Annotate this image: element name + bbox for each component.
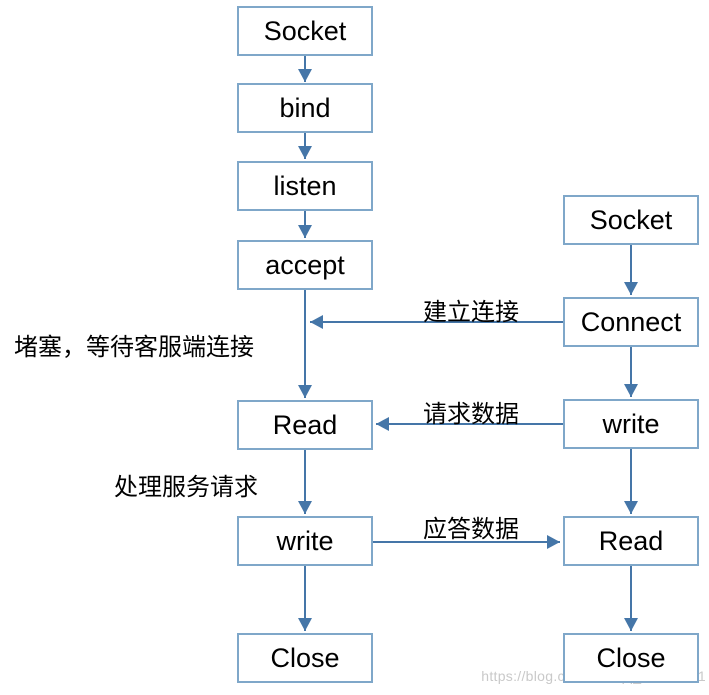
edge-label-response-data: 应答数据 bbox=[423, 516, 519, 543]
node-server-listen: listen bbox=[237, 161, 373, 211]
node-server-close: Close bbox=[237, 633, 373, 683]
node-server-socket: Socket bbox=[237, 6, 373, 56]
node-server-bind: bind bbox=[237, 83, 373, 133]
node-server-accept: accept bbox=[237, 240, 373, 290]
node-client-close: Close bbox=[563, 633, 699, 683]
node-client-write: write bbox=[563, 399, 699, 449]
node-client-read: Read bbox=[563, 516, 699, 566]
node-client-socket: Socket bbox=[563, 195, 699, 245]
edge-label-establish-connection: 建立连接 bbox=[423, 299, 519, 326]
annotation-process-request: 处理服务请求 bbox=[114, 474, 258, 501]
annotation-blocking-wait: 堵塞，等待客服端连接 bbox=[14, 334, 254, 361]
node-server-read: Read bbox=[237, 400, 373, 450]
edge-label-request-data: 请求数据 bbox=[423, 401, 519, 428]
node-client-connect: Connect bbox=[563, 297, 699, 347]
node-server-write: write bbox=[237, 516, 373, 566]
